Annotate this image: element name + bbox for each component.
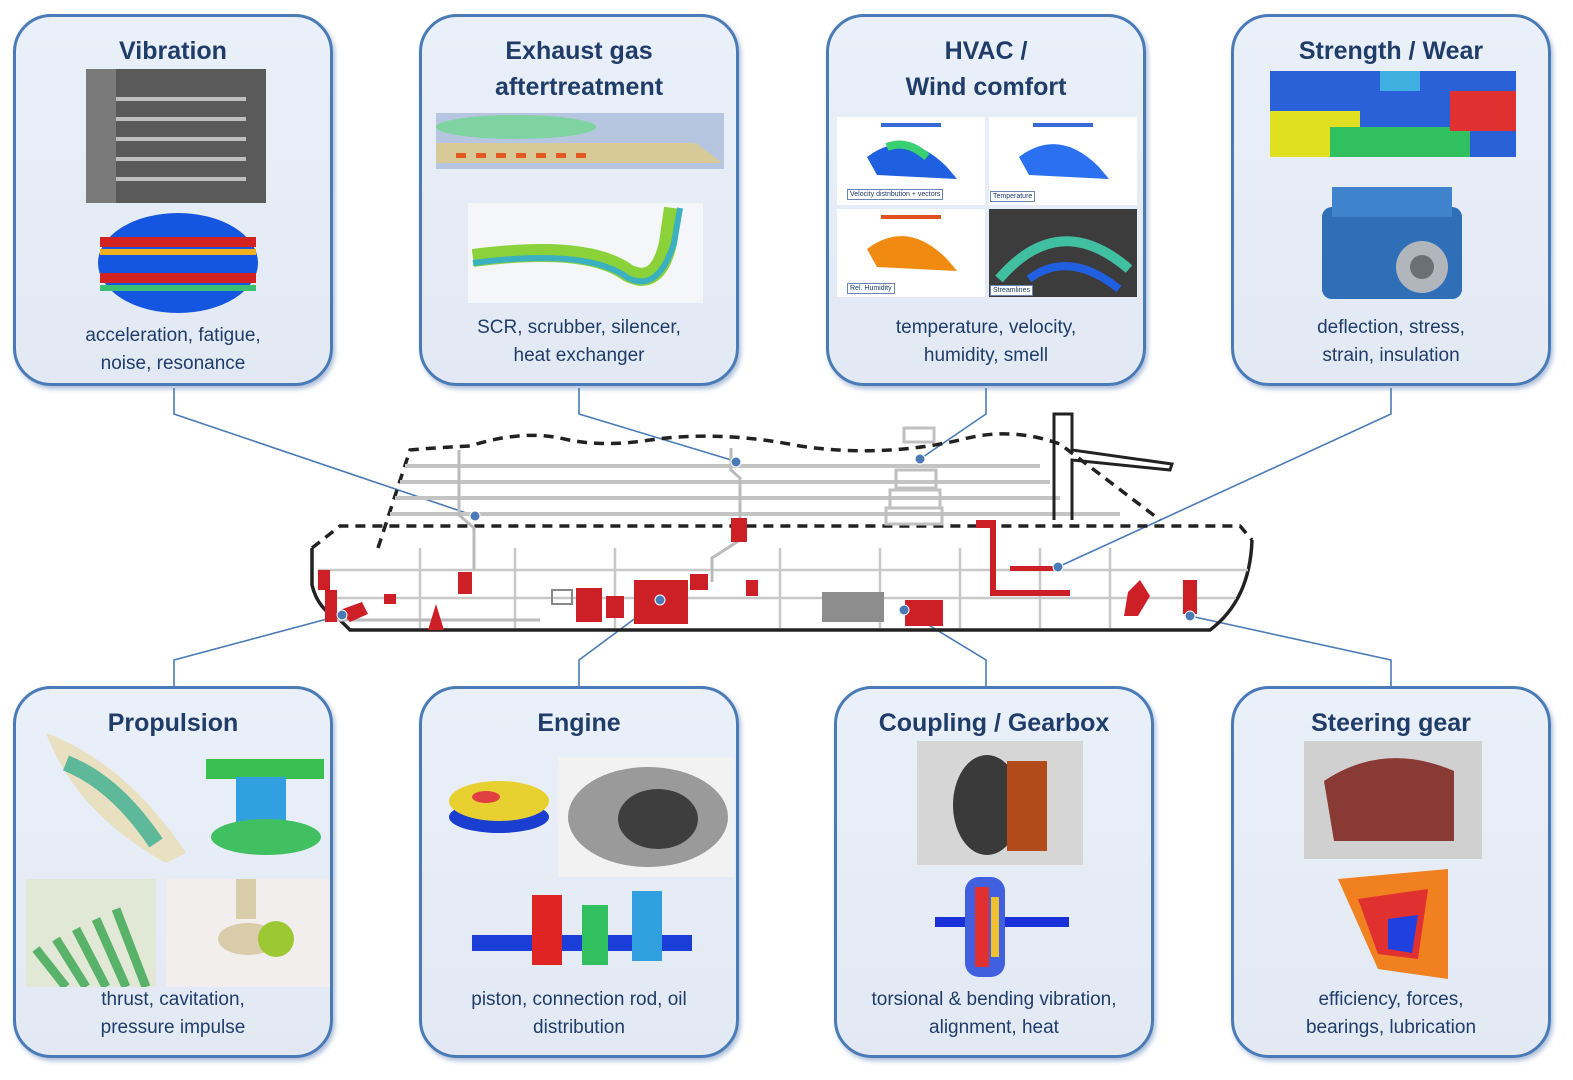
hvac-sublabel: Velocity distribution + vectors xyxy=(847,189,944,200)
propulsion-pod-image xyxy=(206,759,324,859)
panel-title: Propulsion xyxy=(107,709,239,737)
panel-title: Coupling / Gearbox xyxy=(878,709,1110,737)
panel-engine: Engine piston, connection rod, oil distr… xyxy=(419,686,739,1058)
superstructure-outline xyxy=(376,432,1162,549)
hull-outline xyxy=(310,539,1254,632)
panel-vibration: Vibration acceleration, fatigue, noise, … xyxy=(13,14,333,386)
panel-title: Engine xyxy=(537,709,621,737)
exhaust-ship-image xyxy=(436,113,724,169)
propulsion-cavitation-image xyxy=(26,879,156,987)
hvac-temperature-image xyxy=(989,117,1137,205)
mast xyxy=(1052,412,1174,520)
panel-exhaust: Exhaust gas aftertreatment SCR, scrubber… xyxy=(419,14,739,386)
panel-title: Exhaust gas aftertreatment xyxy=(494,37,664,101)
hvac-sublabel: Rel. Humidity xyxy=(847,283,895,294)
panel-caption: torsional & bending vibration, alignment… xyxy=(871,989,1117,1038)
panel-caption: efficiency, forces, bearings, lubricatio… xyxy=(1305,989,1477,1038)
panel-propulsion: Propulsion thrust, cavitation, pressure … xyxy=(13,686,333,1058)
strength-fem-image xyxy=(1270,71,1516,157)
coupling-fem-image xyxy=(935,877,1069,977)
panel-steering: Steering gear efficiency, forces, bearin… xyxy=(1231,686,1551,1058)
steering-photo xyxy=(1304,741,1482,859)
panel-title: Steering gear xyxy=(1311,709,1471,737)
panel-strength: Strength / Wear deflection, stress, stra… xyxy=(1231,14,1551,386)
engine-piston-fem-image xyxy=(446,773,552,835)
panel-caption: SCR, scrubber, silencer, heat exchanger xyxy=(477,317,681,366)
engine-piston-photo xyxy=(558,757,734,877)
vibration-fem xyxy=(94,209,262,317)
panel-title: Strength / Wear xyxy=(1298,37,1484,65)
hvac-humidity-image xyxy=(837,209,985,297)
propulsion-propeller-image xyxy=(166,879,330,987)
hvac-streamlines-image xyxy=(989,209,1137,297)
panel-caption: thrust, cavitation, pressure impulse xyxy=(100,989,246,1038)
connector-lines xyxy=(173,388,1392,686)
engine-crankshaft-image xyxy=(462,885,702,981)
panel-caption: piston, connection rod, oil distribution xyxy=(471,989,687,1038)
steering-fem-image xyxy=(1328,869,1456,979)
cabin-decks xyxy=(390,464,1120,516)
hull-grid xyxy=(318,548,1248,628)
hvac-sublabel: Streamlines xyxy=(990,285,1033,296)
deck-line-dashed xyxy=(310,524,1254,550)
vibration-photo xyxy=(86,69,266,203)
strength-engine-image xyxy=(1312,177,1478,309)
exhaust-flow-image xyxy=(468,203,703,303)
coupling-photo xyxy=(917,741,1083,865)
connection-dots xyxy=(336,453,1196,622)
panel-caption: deflection, stress, strain, insulation xyxy=(1317,317,1465,366)
panel-coupling: Coupling / Gearbox torsional & bending v… xyxy=(834,686,1154,1058)
hvac-tower xyxy=(884,426,944,526)
machinery-red xyxy=(318,518,1197,630)
propulsion-blade-image xyxy=(36,723,191,868)
panel-title: Vibration xyxy=(119,37,227,65)
panel-caption: acceleration, fatigue, noise, resonance xyxy=(85,325,261,374)
panel-caption: temperature, velocity, humidity, smell xyxy=(895,317,1077,366)
hvac-sublabel: Temperature xyxy=(990,191,1036,202)
panel-hvac: HVAC / Wind comfort Velocity distributio… xyxy=(826,14,1146,386)
auxiliary-engine xyxy=(822,592,884,622)
panel-title: HVAC / Wind comfort xyxy=(905,37,1067,101)
